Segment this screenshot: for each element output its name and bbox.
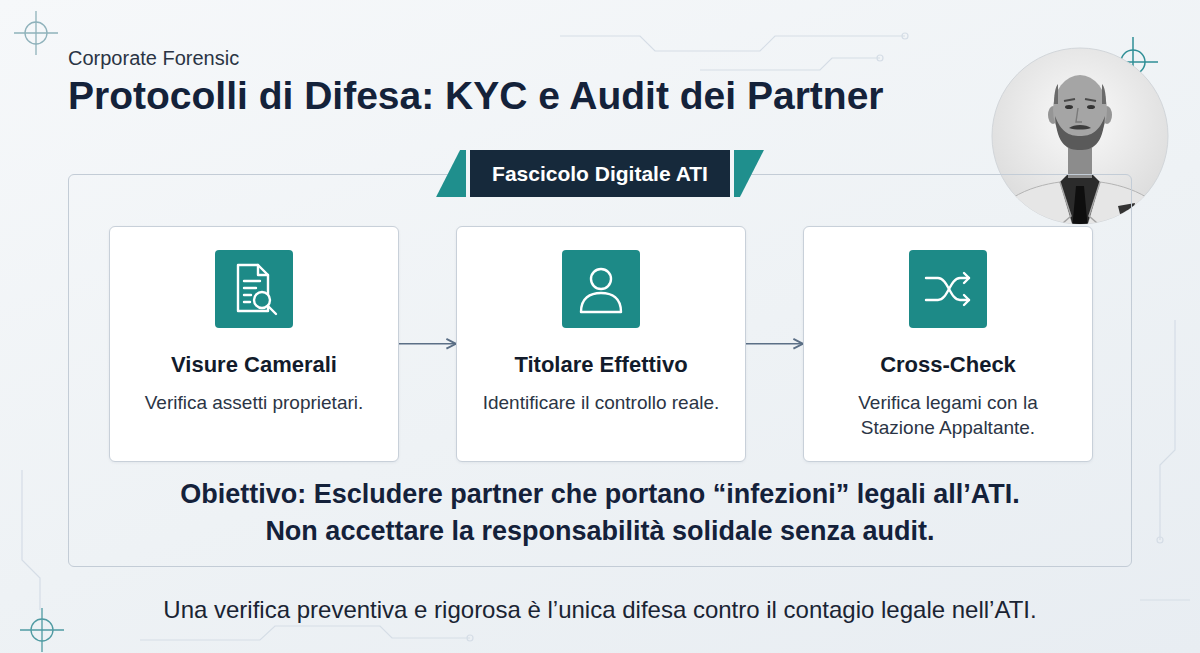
decor-path xyxy=(1055,116,1105,150)
objective-text: Non accettare la responsabilità solidale… xyxy=(99,513,1101,550)
card-heading: Cross-Check xyxy=(880,352,1016,378)
decor-path xyxy=(14,11,58,55)
shuffle-symbol xyxy=(926,273,969,305)
icon-ground xyxy=(562,250,640,328)
icon-ground xyxy=(215,250,293,328)
icon-stroke xyxy=(268,306,276,314)
card-heading: Visure Camerali xyxy=(171,352,337,378)
process-card: Titolare EffettivoIdentificare il contro… xyxy=(456,226,746,462)
decor-circle xyxy=(1157,537,1163,543)
decor-path xyxy=(1118,203,1135,214)
decor-path xyxy=(140,626,470,640)
doc-symbol xyxy=(238,265,276,314)
icon-tile xyxy=(562,250,640,328)
objective-text: Obiettivo: Escludere partner che portano… xyxy=(99,476,1101,513)
decor-path xyxy=(1160,320,1175,540)
icon-tile xyxy=(909,250,987,328)
circuit-lines xyxy=(22,33,1190,641)
decor-path xyxy=(700,58,880,70)
process-card: Cross-CheckVerifica legami con la Stazio… xyxy=(803,226,1093,462)
decor-path xyxy=(1089,182,1100,223)
decor-path xyxy=(1060,182,1071,223)
decor-path xyxy=(20,608,64,652)
decor-ellipse xyxy=(1065,105,1073,109)
panel-heading-tab: Fascicolo Digitale ATI xyxy=(436,150,764,197)
icon-stroke xyxy=(581,293,621,312)
crosshair-mark xyxy=(20,608,64,652)
group-panel: Fascicolo Digitale ATIVisure CameraliVer… xyxy=(68,174,1132,567)
decor-path xyxy=(1140,599,1190,600)
icon-stroke xyxy=(964,273,969,283)
icon-tile xyxy=(215,250,293,328)
subtitle-label: Corporate Forensic xyxy=(68,46,239,70)
decor-circle xyxy=(877,55,883,61)
decor-path xyxy=(1069,125,1091,130)
icon-stroke xyxy=(926,278,969,300)
card-body: Verifica assetti proprietari. xyxy=(145,390,364,415)
icon-stroke xyxy=(591,269,611,289)
flow-arrow xyxy=(399,343,456,345)
decor-path xyxy=(1076,108,1082,122)
decor-g xyxy=(985,75,1175,250)
person-symbol xyxy=(581,269,621,312)
decor-path xyxy=(1102,84,1106,104)
portrait-photo xyxy=(985,48,1175,250)
process-card: Visure CameraliVerifica assetti propriet… xyxy=(109,226,399,462)
decor-circle xyxy=(467,635,473,641)
card-body: Verifica legami con la Stazione Appaltan… xyxy=(820,390,1076,440)
icon-stroke xyxy=(258,265,268,275)
card-body: Identificare il controllo reale. xyxy=(483,390,720,415)
decor-ellipse xyxy=(1087,105,1095,109)
decor-path xyxy=(1064,99,1075,101)
decor-path xyxy=(22,470,40,610)
decor-path xyxy=(560,36,905,51)
flow-arrow xyxy=(746,343,803,345)
icon-stroke xyxy=(964,295,969,305)
decor-circle xyxy=(902,33,908,39)
page-caption: Una verifica preventiva e rigorosa è l’u… xyxy=(20,595,1180,625)
decor-path xyxy=(1054,84,1058,104)
icon-ground xyxy=(909,250,987,328)
crosshair-mark xyxy=(14,11,58,55)
decor-path xyxy=(1085,99,1096,101)
page-title: Protocolli di Difesa: KYC e Audit dei Pa… xyxy=(68,74,884,119)
card-heading: Titolare Effettivo xyxy=(514,352,687,378)
icon-stroke xyxy=(926,278,969,300)
